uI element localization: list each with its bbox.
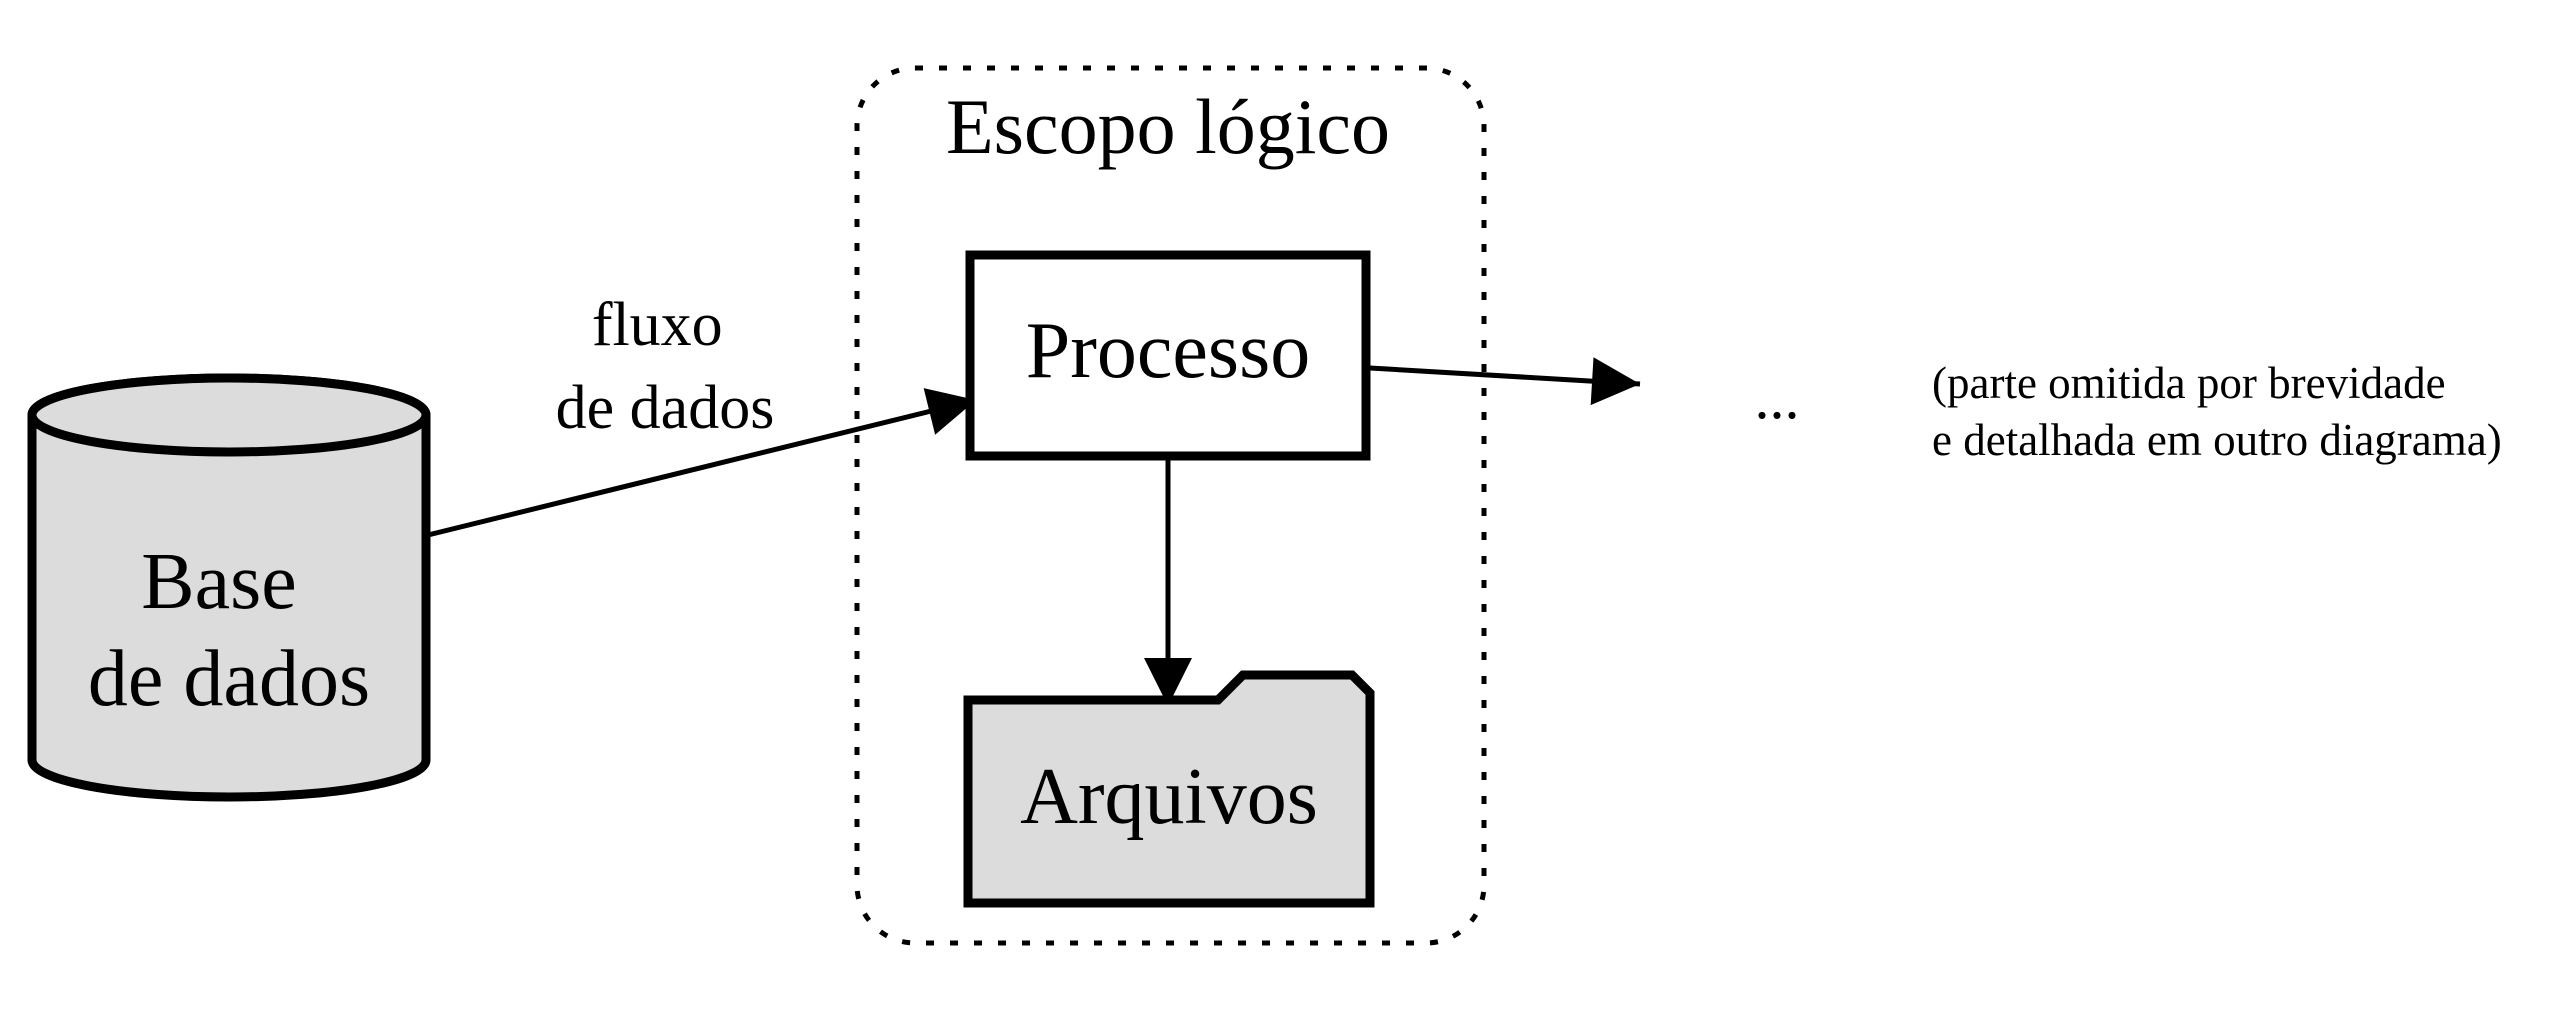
database-label-line1: Base [141, 538, 297, 626]
folder-icon [963, 670, 1375, 908]
data-flow-edge: fluxo de dados [427, 291, 977, 538]
process-label: Processo [1026, 307, 1310, 395]
data-flow-label: fluxo de dados [556, 291, 775, 442]
data-flow-label-line2: de dados [556, 374, 775, 442]
database-node: Base de dados [27, 373, 431, 802]
process-box [965, 250, 1371, 461]
files-node: Arquivos [963, 670, 1375, 908]
data-flow-arrow [427, 388, 977, 538]
database-label: Base de dados [88, 538, 370, 723]
logical-scope-group: Escopo lógico [854, 65, 1487, 946]
logical-scope-label: Escopo lógico [946, 83, 1390, 170]
logical-scope-border [854, 65, 1487, 946]
omitted-note-line1: (parte omitida por brevidade [1932, 358, 2446, 408]
process-to-continuation-arrow [1369, 357, 1641, 406]
files-label: Arquivos [1020, 753, 1318, 841]
process-node: Processo [965, 250, 1371, 461]
database-label-line2: de dados [88, 635, 370, 723]
database-cylinder-top [27, 373, 431, 457]
omitted-note: (parte omitida por brevidade e detalhada… [1932, 358, 2502, 465]
data-flow-label-line1: fluxo [592, 291, 723, 359]
omitted-note-line2: e detalhada em outro diagrama) [1932, 415, 2502, 465]
continuation-ellipsis: ... [1755, 365, 1800, 431]
